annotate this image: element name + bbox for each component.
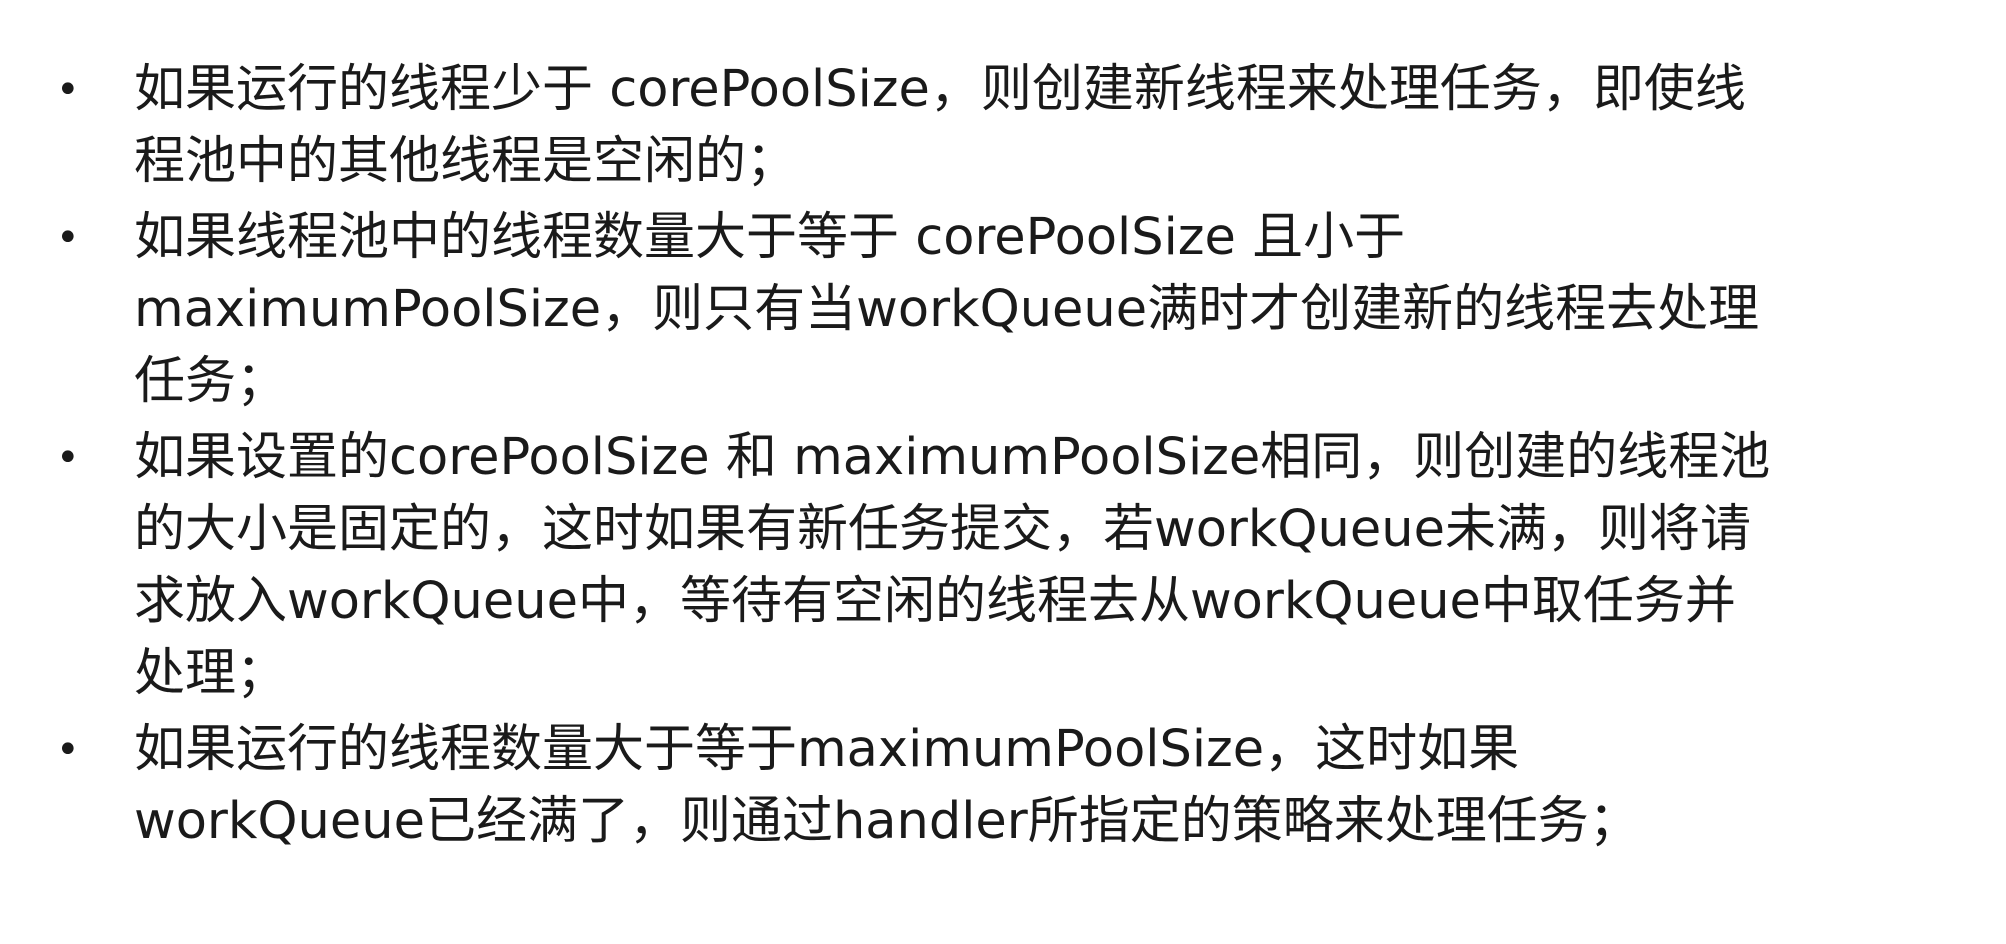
bullet-line: 程池中的其他线程是空闲的； [134, 132, 798, 191]
bullet-line: workQueue已经满了，则通过handler所指定的策略来处理任务； [134, 792, 1640, 851]
bullet-marker: • [56, 727, 80, 773]
bullet-line: 如果设置的corePoolSize 和 maximumPoolSize相同，则创… [134, 428, 1771, 487]
bullet-line: maximumPoolSize，则只有当workQueue满时才创建新的线程去处… [134, 280, 1760, 339]
bullet-item-4: • 如果运行的线程数量大于等于maximumPoolSize，这时如果 work… [54, 714, 1954, 858]
bullet-item-2: • 如果线程池中的线程数量大于等于 corePoolSize 且小于 maxim… [54, 202, 1954, 418]
bullet-line: 求放入workQueue中，等待有空闲的线程去从workQueue中取任务并 [134, 572, 1736, 631]
bullet-line: 如果运行的线程数量大于等于maximumPoolSize，这时如果 [134, 720, 1520, 779]
bullet-list: • 如果运行的线程少于 corePoolSize，则创建新线程来处理任务，即使线… [54, 54, 1954, 862]
bullet-line: 任务； [134, 352, 288, 411]
bullet-text: 如果线程池中的线程数量大于等于 corePoolSize 且小于 maximum… [134, 202, 1954, 418]
bullet-item-3: • 如果设置的corePoolSize 和 maximumPoolSize相同，… [54, 422, 1954, 710]
bullet-item-1: • 如果运行的线程少于 corePoolSize，则创建新线程来处理任务，即使线… [54, 54, 1954, 198]
bullet-marker: • [56, 215, 80, 261]
bullet-marker: • [56, 67, 80, 113]
bullet-line: 如果运行的线程少于 corePoolSize，则创建新线程来处理任务，即使线 [134, 60, 1746, 119]
bullet-text: 如果设置的corePoolSize 和 maximumPoolSize相同，则创… [134, 422, 1954, 710]
bullet-line: 如果线程池中的线程数量大于等于 corePoolSize 且小于 [134, 208, 1406, 267]
bullet-line: 的大小是固定的，这时如果有新任务提交，若workQueue未满，则将请 [134, 500, 1751, 559]
bullet-marker: • [56, 435, 80, 481]
bullet-text: 如果运行的线程少于 corePoolSize，则创建新线程来处理任务，即使线 程… [134, 54, 1954, 198]
bullet-line: 处理； [134, 644, 288, 703]
bullet-text: 如果运行的线程数量大于等于maximumPoolSize，这时如果 workQu… [134, 714, 1954, 858]
